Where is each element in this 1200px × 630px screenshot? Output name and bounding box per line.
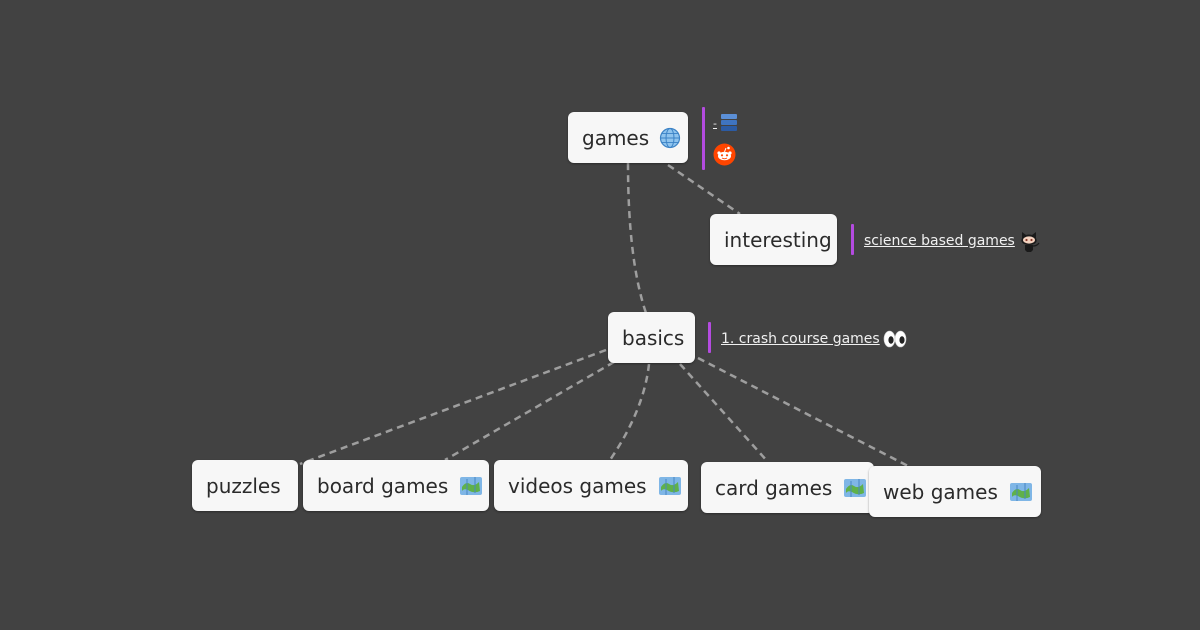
- link-group-bar: [702, 107, 705, 170]
- node-board-games[interactable]: board games: [303, 460, 489, 511]
- github-octocat-icon: [1018, 229, 1040, 253]
- node-label: web games: [883, 479, 998, 504]
- node-videos-games[interactable]: videos games: [494, 460, 688, 511]
- map-icon: [1009, 481, 1033, 503]
- interesting-link[interactable]: science based games: [864, 228, 1040, 254]
- map-icon: [658, 475, 682, 497]
- node-label: basics: [622, 325, 685, 350]
- edge-games-basics: [626, 162, 648, 314]
- node-label: interesting: [724, 227, 832, 252]
- node-web-games[interactable]: web games: [869, 466, 1041, 517]
- link-group-bar: [708, 322, 711, 353]
- node-interesting[interactable]: interesting: [710, 214, 837, 265]
- globe-icon: [659, 127, 681, 149]
- node-label: card games: [715, 475, 833, 500]
- node-card-games[interactable]: card games: [701, 462, 874, 513]
- link-group-bar: [851, 224, 854, 255]
- edge-basics-web-games: [697, 356, 909, 468]
- edge-basics-puzzles: [299, 348, 607, 466]
- node-label: puzzles: [206, 473, 281, 498]
- node-label: board games: [317, 473, 449, 498]
- link-text: 1. crash course games: [721, 331, 880, 347]
- node-label: games: [582, 125, 650, 150]
- edge-basics-card-games: [679, 363, 769, 463]
- node-basics[interactable]: basics: [608, 312, 695, 363]
- link-text: science based games: [864, 233, 1015, 249]
- root-link-reddit[interactable]: [713, 142, 736, 166]
- node-games[interactable]: games: [568, 112, 688, 163]
- database-stack-icon: [720, 113, 738, 133]
- eyes-icon: [883, 329, 907, 349]
- link-text: -: [713, 116, 717, 130]
- basics-link[interactable]: 1. crash course games: [721, 326, 907, 352]
- node-label: videos games: [508, 473, 647, 498]
- edge-basics-board-games: [444, 360, 615, 462]
- map-icon: [843, 477, 867, 499]
- root-link-database[interactable]: -: [713, 112, 738, 134]
- map-icon: [459, 475, 483, 497]
- node-puzzles[interactable]: puzzles: [192, 460, 298, 511]
- reddit-icon: [713, 143, 736, 166]
- edge-games-interesting: [667, 163, 741, 216]
- edge-basics-videos-games: [608, 363, 651, 461]
